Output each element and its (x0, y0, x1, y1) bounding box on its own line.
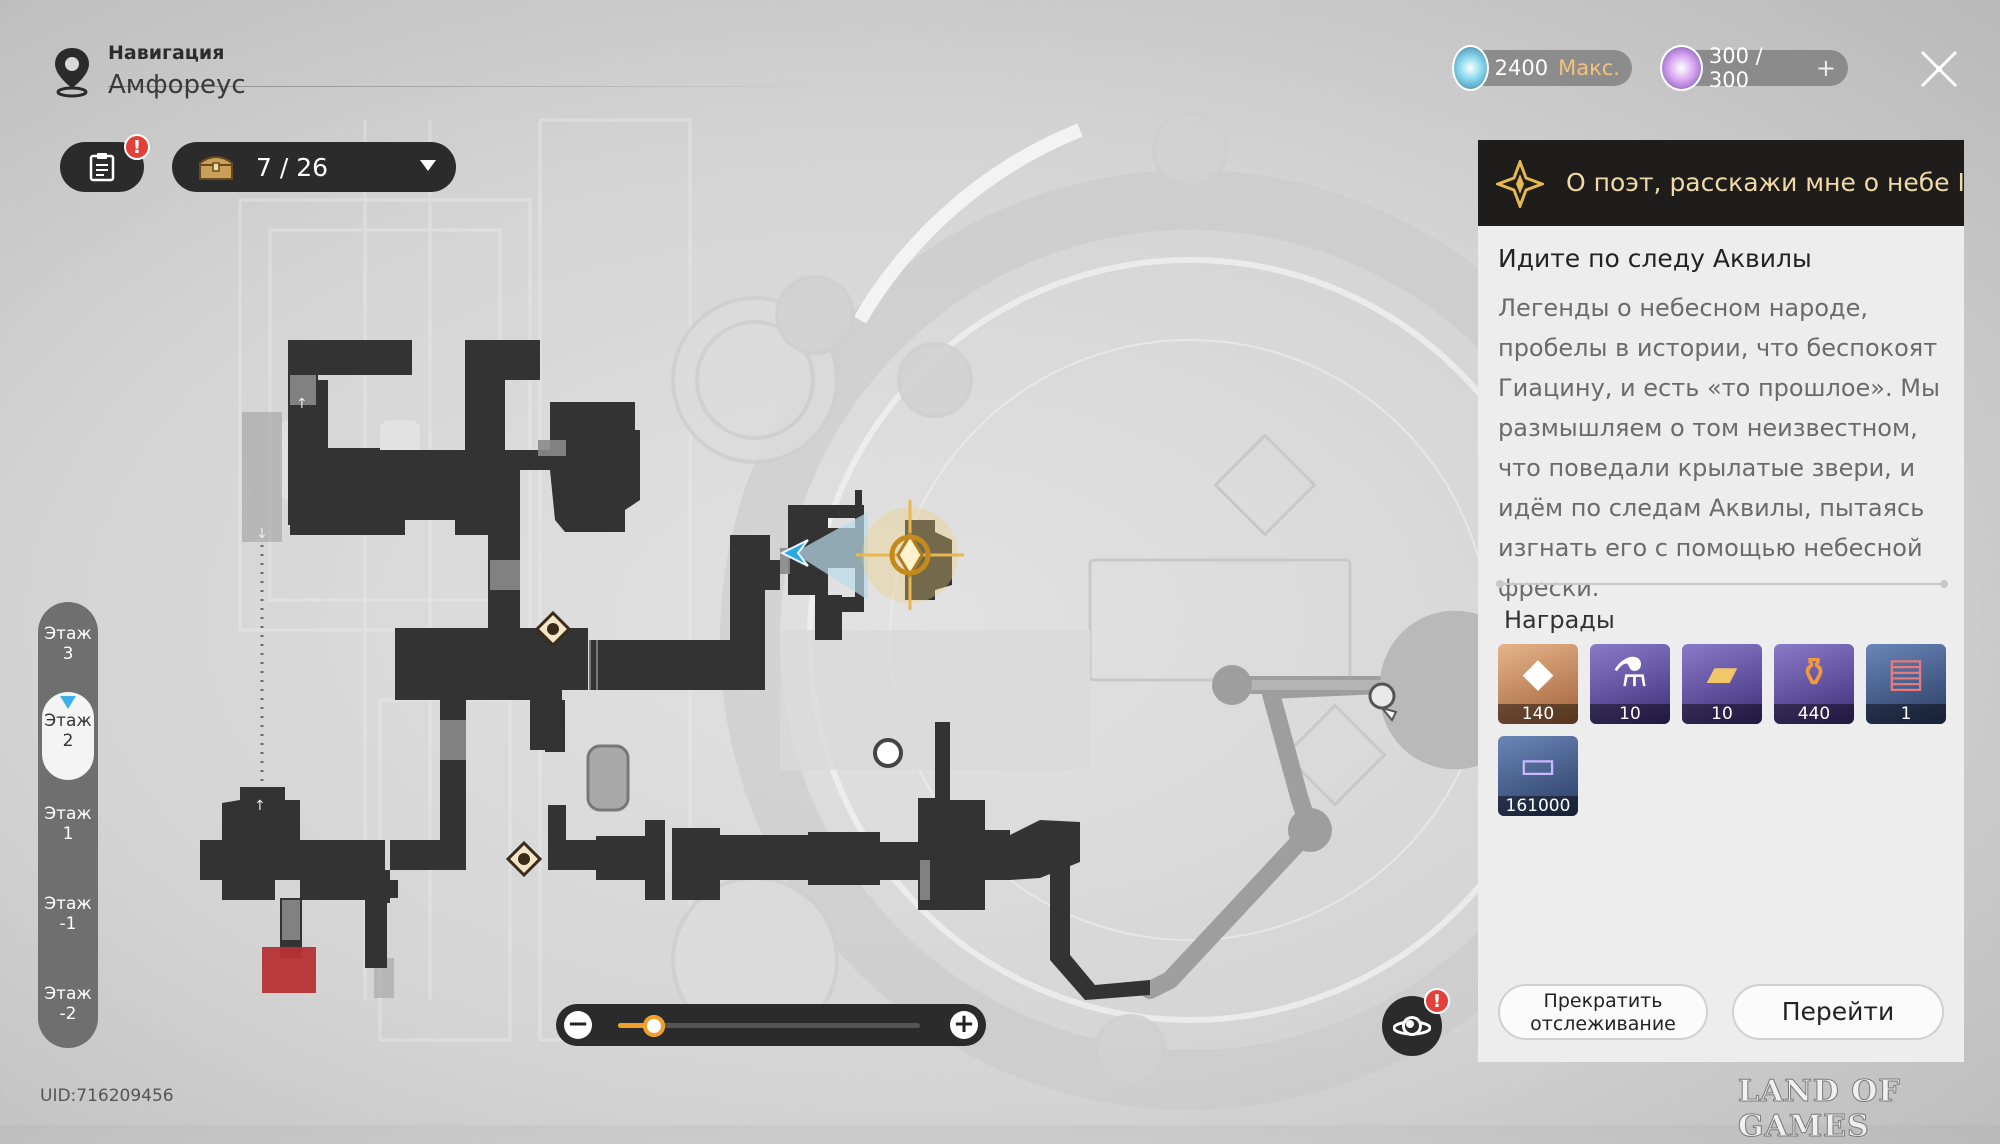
planet-icon (1393, 1016, 1431, 1036)
panel-divider (1496, 580, 1948, 588)
quest-alert-badge: ! (124, 134, 150, 160)
location-pin-icon (55, 48, 89, 98)
space-anchor-icon[interactable] (534, 610, 572, 648)
floor-1-button[interactable]: Этаж 1 (38, 804, 98, 844)
floor-number: -2 (59, 1004, 77, 1024)
floor-number: -1 (59, 914, 77, 934)
close-icon[interactable] (1916, 46, 1962, 92)
quest-target-icon[interactable] (856, 500, 964, 610)
floor-label: Этаж (44, 984, 92, 1004)
stellar-jade-icon (1452, 45, 1489, 91)
gold-ingot-icon: ▰ (1706, 650, 1738, 696)
reward-item[interactable]: ▤ 1 (1866, 644, 1946, 724)
player-arrow-icon (779, 539, 809, 567)
stellar-jade-counter[interactable]: 2400 Макс. (1452, 45, 1632, 91)
reward-item[interactable]: ⚗ 10 (1590, 644, 1670, 724)
quest-title: О поэт, расскажи мне о небе I (1566, 168, 1965, 197)
trailblaze-power-icon (1660, 45, 1703, 91)
lantern-icon: ⚗ (1612, 650, 1648, 696)
trailblaze-mission-icon (1496, 160, 1544, 208)
trailblaze-power-counter[interactable]: 300 / 300 + (1660, 44, 1848, 92)
reward-quantity: 10 (1682, 704, 1762, 724)
treasure-chest-icon (199, 156, 233, 180)
trailblaze-power-value: 300 / 300 (1708, 44, 1763, 92)
floor-minus-2-button[interactable]: Этаж -2 (38, 984, 98, 1024)
floor-label: Этаж (44, 624, 92, 644)
reward-item[interactable]: ▰ 10 (1682, 644, 1762, 724)
zoom-slider-fill (618, 1023, 655, 1028)
stop-tracking-label: отслеживание (1530, 1013, 1676, 1035)
add-power-button[interactable]: + (1815, 54, 1836, 82)
floor-label: Этаж (44, 894, 92, 914)
floor-label: Этаж (44, 804, 92, 824)
reward-item[interactable]: ⚱ 440 (1774, 644, 1854, 724)
user-id: UID:716209456 (40, 1086, 174, 1106)
mission-description: Легенды о небесном народе, пробелы в ист… (1498, 294, 1940, 602)
floor-selector (38, 602, 98, 1048)
floor-number: 3 (62, 644, 74, 664)
reward-quantity: 161000 (1498, 796, 1578, 816)
floor-minus-1-button[interactable]: Этаж -1 (38, 894, 98, 934)
current-position-icon (60, 696, 76, 709)
zoom-slider-handle[interactable] (643, 1015, 666, 1037)
reward-quantity: 10 (1590, 704, 1670, 724)
svg-text:↓: ↓ (256, 526, 268, 542)
header-divider (108, 86, 838, 87)
chevron-down-icon (420, 160, 436, 171)
floor-number: 2 (62, 731, 74, 751)
zoom-slider[interactable] (618, 1015, 920, 1037)
svg-text:↑: ↑ (254, 798, 266, 814)
reward-item[interactable]: ◆ 140 (1498, 644, 1578, 724)
treasure-chest-selector[interactable]: 7 / 26 (172, 142, 456, 192)
chest-count: 7 / 26 (256, 152, 329, 182)
location-name: Амфореус (108, 70, 246, 100)
stellar-jade-max-label: Макс. (1558, 56, 1620, 80)
floor-3-button[interactable]: Этаж 3 (38, 624, 98, 664)
mission-title: Идите по следу Аквилы (1498, 244, 1812, 273)
zoom-control: − + (556, 1004, 986, 1046)
teleport-icon[interactable] (1368, 682, 1398, 722)
quest-header: О поэт, расскажи мне о небе I (1478, 140, 1965, 226)
potion-icon: ⚱ (1797, 650, 1831, 696)
stop-tracking-label: Прекратить (1543, 990, 1663, 1012)
credit-card-icon: ▭ (1519, 742, 1557, 788)
rewards-heading: Награды (1504, 606, 1615, 634)
zoom-out-button[interactable]: − (564, 1011, 592, 1039)
zoom-in-button[interactable]: + (950, 1011, 978, 1039)
stop-tracking-button[interactable]: Прекратить отслеживание (1498, 984, 1708, 1040)
navigation-label: Навигация (108, 42, 225, 64)
go-button[interactable]: Перейти (1732, 984, 1944, 1040)
watermark: LAND OF GAMES (1738, 1074, 1901, 1144)
reward-item[interactable]: ▭ 161000 (1498, 736, 1578, 816)
svg-text:↑: ↑ (296, 396, 308, 412)
world-map-alert-badge: ! (1424, 988, 1450, 1014)
space-anchor-icon[interactable] (505, 840, 543, 878)
stellar-jade-value: 2400 (1494, 56, 1549, 80)
floor-label: Этаж (44, 711, 92, 731)
reward-quantity: 1 (1866, 704, 1946, 724)
quest-panel: О поэт, расскажи мне о небе I Идите по с… (1478, 140, 1965, 1062)
floor-number: 1 (62, 824, 74, 844)
book-icon: ▤ (1887, 650, 1925, 696)
floor-2-button[interactable]: Этаж 2 (42, 692, 94, 780)
crystal-icon: ◆ (1522, 650, 1554, 696)
reward-quantity: 140 (1498, 704, 1578, 724)
clipboard-icon (89, 153, 115, 182)
reward-quantity: 440 (1774, 704, 1854, 724)
